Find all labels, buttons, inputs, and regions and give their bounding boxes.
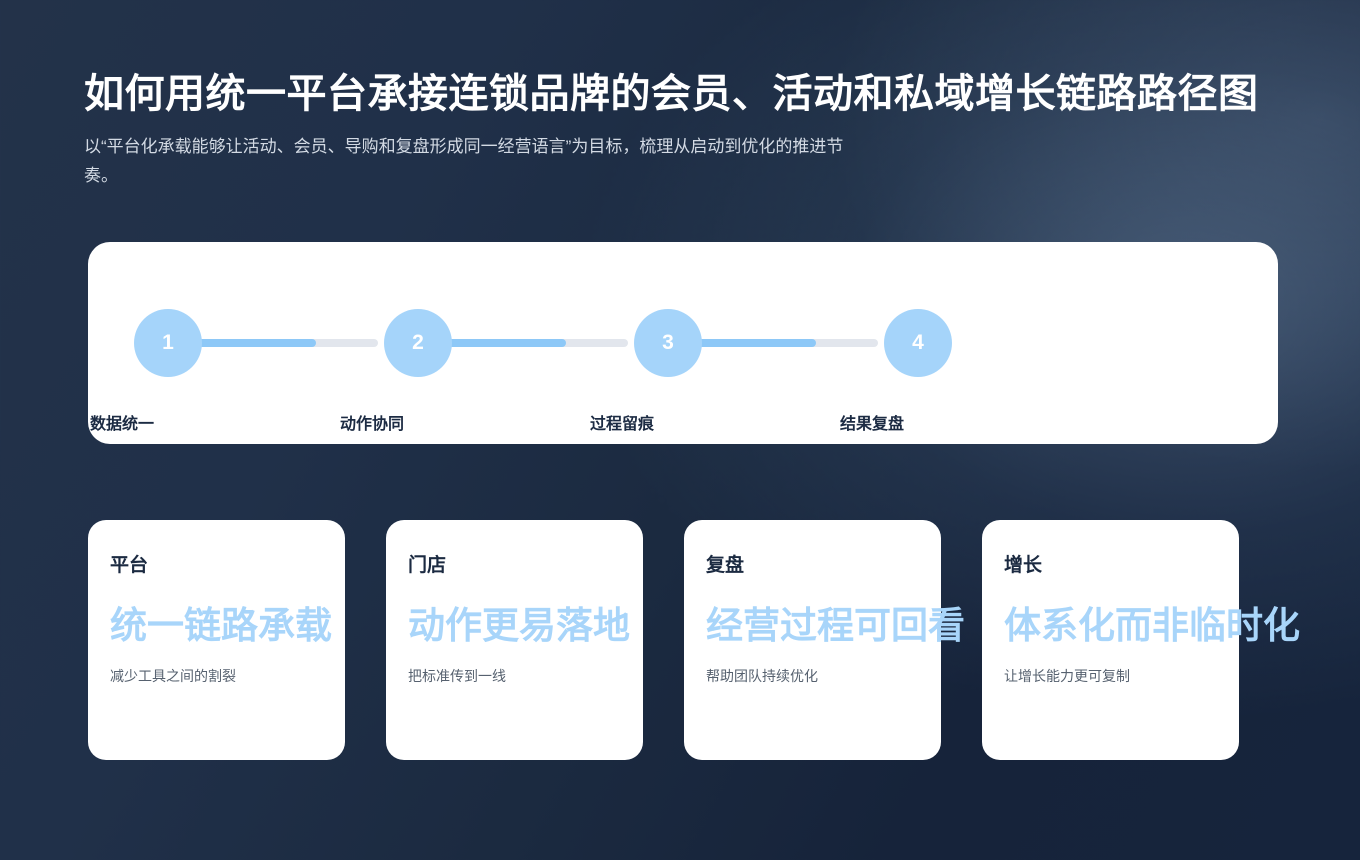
card-description: 减少工具之间的割裂 [110,668,236,685]
info-card-list: 平台 统一链路承载 减少工具之间的割裂 门店 动作更易落地 把标准传到一线 复盘… [88,520,1300,760]
steps-panel: 1 2 3 4 数据统一 动作协同 过程留痕 结果复盘 [88,242,1278,444]
card-tag: 增长 [1004,555,1043,576]
step-circle-4[interactable]: 4 [884,309,952,377]
info-card-content-review: 复盘 经营过程可回看 帮助团队持续优化 [706,550,1106,686]
step-circle-2[interactable]: 2 [384,309,452,377]
info-card-platform[interactable] [88,520,345,760]
step-number: 1 [162,331,174,354]
step-connector-fill [196,339,316,347]
step-label-3: 过程留痕 [590,416,655,433]
page-subtitle: 以“平台化承载能够让活动、会员、导购和复盘形成同一经营语言”为目标，梳理从启动到… [84,136,844,186]
step-circle-3[interactable]: 3 [634,309,702,377]
page-title: 如何用统一平台承接连锁品牌的会员、活动和私域增长链路路径图 [84,72,1259,116]
step-connector-fill [446,339,566,347]
card-description: 帮助团队持续优化 [706,668,818,685]
info-card-store[interactable] [386,520,643,760]
step-number: 3 [662,331,674,354]
step-connector-2-3 [446,339,628,347]
steps-rail: 1 2 3 4 数据统一 动作协同 过程留痕 结果复盘 [88,242,1278,444]
step-label-1: 数据统一 [90,416,155,433]
step-number: 4 [912,331,924,354]
info-card-content-store: 门店 动作更易落地 把标准传到一线 [408,550,808,686]
step-circle-1[interactable]: 1 [134,309,202,377]
step-number: 2 [412,331,424,354]
info-card-growth[interactable] [982,520,1239,760]
header: 如何用统一平台承接连锁品牌的会员、活动和私域增长链路路径图 以“平台化承载能够让… [84,70,1284,190]
info-card-review[interactable] [684,520,941,760]
card-tag: 复盘 [706,555,745,576]
card-headline: 体系化而非临时化 [1004,605,1300,646]
card-headline: 动作更易落地 [408,605,630,646]
card-description: 把标准传到一线 [408,668,506,685]
info-card-content-platform: 平台 统一链路承载 减少工具之间的割裂 [110,550,510,686]
step-label-4: 结果复盘 [840,416,905,433]
card-description: 让增长能力更可复制 [1004,668,1130,685]
info-card-content-growth: 增长 体系化而非临时化 让增长能力更可复制 [1004,550,1360,686]
card-headline: 统一链路承载 [110,605,332,646]
card-headline: 经营过程可回看 [706,605,965,646]
step-connector-1-2 [196,339,378,347]
step-connector-fill [696,339,816,347]
step-label-2: 动作协同 [340,416,405,433]
card-tag: 门店 [408,555,447,576]
step-connector-3-4 [696,339,878,347]
card-tag: 平台 [110,555,149,576]
